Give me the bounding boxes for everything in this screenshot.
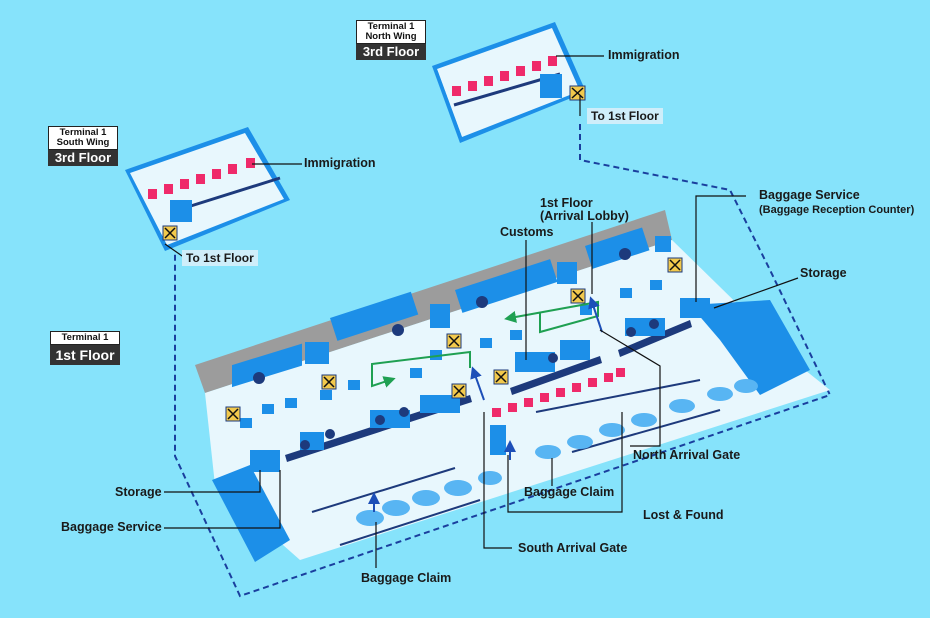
main-terminal-1f [195,210,830,562]
north-arrival-gate-label: North Arrival Gate [633,448,741,462]
north-wing-3f [432,22,586,143]
to-first-south-label[interactable]: To 1st Floor [182,250,258,266]
immigration-north-label: Immigration [608,48,680,62]
floor-tag-main: Terminal 1 1st Floor [50,331,120,365]
transfer-route [174,124,832,598]
wing-label: Terminal 1 South Wing [48,126,118,150]
storage-sw-label: Storage [115,485,162,499]
south-wing-3f [125,127,290,251]
baggage-service-sw-label: Baggage Service [61,520,162,534]
baggage-service-ne-label: Baggage Service [759,188,860,202]
wing-label: Terminal 1 [50,331,120,345]
baggage-claim-carousel-north [535,379,758,459]
south-arrival-gate-label: South Arrival Gate [518,541,628,555]
baggage-claim-north-label: Baggage Claim [524,485,615,499]
floor-tag-north: Terminal 1 North Wing 3rd Floor [356,20,426,60]
immigration-south-label: Immigration [304,156,376,170]
lost-found-label: Lost & Found [643,508,724,522]
floor-label: 3rd Floor [356,44,426,60]
floor-label: 1st Floor [50,345,120,365]
floor-tag-south: Terminal 1 South Wing 3rd Floor [48,126,118,166]
customs-label: Customs [500,225,554,239]
leader-lines [164,55,799,568]
escalator-icon [225,257,683,422]
floor-label: 3rd Floor [48,150,118,166]
customs-route [371,300,599,388]
storage-ne-label: Storage [800,266,847,280]
to-first-north-label[interactable]: To 1st Floor [587,108,663,124]
baggage-service-ne-sub-label: (Baggage Reception Counter) [759,204,915,216]
immigration-booths-north [452,56,557,96]
arrival-lobby-label: 1st Floor (Arrival Lobby) [540,196,629,223]
restroom-icon [253,248,631,384]
info-icon [300,319,659,450]
wing-label: Terminal 1 North Wing [356,20,426,44]
immigration-booths-south [148,158,255,199]
baggage-claim-south-label: Baggage Claim [361,571,452,585]
